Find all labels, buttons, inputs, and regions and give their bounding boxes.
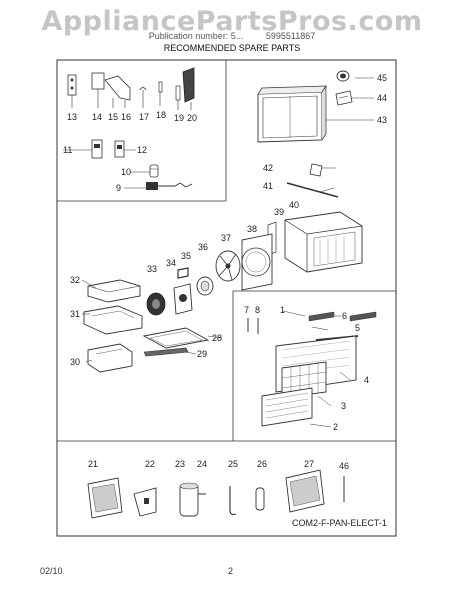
part-23-24-compressor [179, 482, 206, 517]
part-17-clip [139, 87, 147, 108]
label-4: 4 [364, 375, 369, 385]
label-21: 21 [88, 459, 98, 469]
label-20: 20 [187, 113, 197, 123]
part-34-motor-bracket [173, 283, 193, 315]
part-26-clip [255, 487, 265, 511]
label-9: 9 [116, 183, 121, 193]
part-30-base-pan-rear [87, 343, 133, 373]
label-3: 3 [341, 401, 346, 411]
part-12-relay [114, 140, 125, 158]
label-42: 42 [263, 163, 273, 173]
label-26: 26 [257, 459, 267, 469]
part-32-duct [87, 279, 141, 303]
label-40: 40 [289, 200, 299, 210]
label-38: 38 [247, 224, 257, 234]
label-28: 28 [212, 333, 222, 343]
part-3-filter [281, 361, 327, 399]
label-12: 12 [137, 145, 147, 155]
part-42-clip [309, 163, 323, 177]
part-43-front-grille [257, 84, 327, 143]
diagram-frame [56, 59, 397, 537]
label-22: 22 [145, 459, 155, 469]
label-6: 6 [342, 311, 347, 321]
part-36-motor [196, 276, 214, 296]
part-27-condenser [285, 469, 325, 513]
label-41: 41 [263, 181, 273, 191]
label-14: 14 [92, 112, 102, 122]
label-19: 19 [174, 113, 184, 123]
part-25-tube [229, 486, 237, 516]
label-23: 23 [175, 459, 185, 469]
part-15-16-thermostat [104, 75, 131, 108]
label-1: 1 [280, 305, 285, 315]
part-37-fan-blade [215, 250, 241, 282]
part-14-switch [91, 72, 105, 108]
label-16: 16 [121, 112, 131, 122]
part-40-cabinet [284, 211, 363, 273]
label-5: 5 [355, 323, 360, 333]
part-labels: 13 14 15 16 17 18 19 20 11 12 10 9 45 44… [63, 73, 387, 471]
part-29-strip [143, 347, 189, 357]
leader-lines [63, 77, 374, 428]
label-7: 7 [244, 305, 249, 315]
part-28-evaporator-base [142, 327, 210, 349]
watermark: AppliancePartsPros.com [41, 6, 423, 37]
publication-number: Publication number: 5... [148, 31, 244, 41]
document-number: 5995511867 [265, 31, 316, 41]
label-29: 29 [197, 349, 207, 359]
diagram-code: COM2-F-PAN-ELECT-1 [292, 518, 387, 528]
label-34: 34 [166, 258, 176, 268]
label-32: 32 [70, 275, 80, 285]
part-22-bracket [133, 487, 157, 517]
part-44-label [335, 90, 353, 106]
part-11-relay [91, 139, 103, 159]
footer-page-number: 2 [228, 566, 234, 576]
label-10: 10 [121, 167, 131, 177]
label-37: 37 [221, 233, 231, 243]
label-45: 45 [377, 73, 387, 83]
label-25: 25 [228, 459, 238, 469]
part-20-control-box [182, 67, 195, 110]
label-43: 43 [377, 115, 387, 125]
label-11: 11 [63, 145, 72, 155]
label-33: 33 [147, 264, 157, 274]
page-subtitle: RECOMMENDED SPARE PARTS [163, 43, 301, 53]
part-13-knob [67, 74, 77, 108]
part-35-gasket [177, 267, 189, 279]
label-15: 15 [108, 112, 118, 122]
part-6-louvers [308, 311, 377, 322]
label-46: 46 [339, 461, 349, 471]
part-41-rod [286, 182, 339, 198]
label-13: 13 [67, 112, 77, 122]
part-18-pin [158, 81, 163, 106]
label-18: 18 [156, 110, 166, 120]
label-31: 31 [70, 309, 80, 319]
label-17: 17 [139, 112, 149, 122]
part-9-power-cord [146, 182, 193, 190]
label-30: 30 [70, 357, 80, 367]
part-31-base-pan-front [83, 305, 143, 335]
label-39: 39 [274, 207, 284, 217]
label-35: 35 [181, 251, 191, 261]
part-19-capacitor-holder [175, 85, 181, 110]
part-2-intake-grille [261, 387, 313, 427]
footer-date: 02/10 [40, 566, 63, 576]
label-2: 2 [333, 422, 338, 432]
part-38-shroud [241, 233, 273, 291]
part-45-spring [336, 70, 350, 82]
header-line: Publication number: 5... 5995511867 [0, 31, 464, 41]
part-21-coil [87, 477, 123, 519]
part-10-capacitor [149, 164, 159, 178]
part-33-blower-wheel [146, 292, 166, 316]
label-24: 24 [197, 459, 207, 469]
label-44: 44 [377, 93, 387, 103]
label-27: 27 [304, 459, 314, 469]
label-36: 36 [198, 242, 208, 252]
label-8: 8 [255, 305, 260, 315]
